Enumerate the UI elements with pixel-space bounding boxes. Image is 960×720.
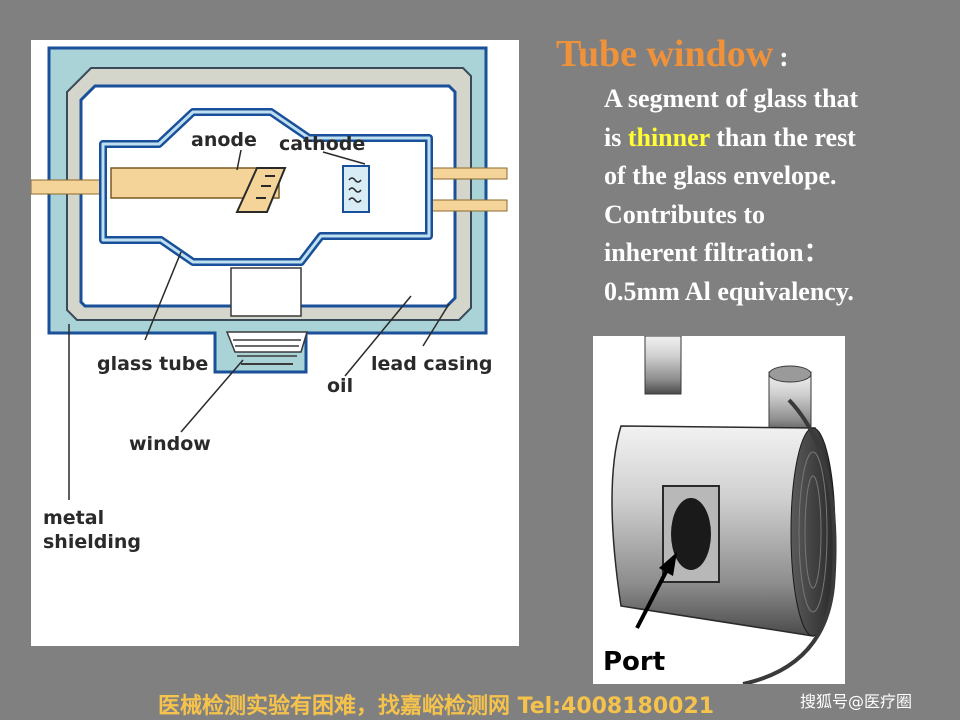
footer-contact: 医械检测实验有困难，找嘉峪检测网 Tel:4008180021 [158, 694, 715, 719]
label-window: window [129, 433, 211, 455]
label-cathode: cathode [279, 133, 365, 155]
window-neck [230, 267, 302, 317]
watermark-text: 搜狐号@医疗圈 [800, 692, 913, 711]
label-metal: metal [43, 507, 104, 529]
body-line-2-suffix: than the rest [709, 122, 856, 152]
highlight-thinner: thinner [627, 122, 710, 152]
body-line-5: inherent filtration： [604, 238, 830, 267]
port-opening [671, 498, 711, 570]
description-text: A segment of glass that is thinner than … [604, 80, 954, 311]
body-line-3: of the glass envelope. [604, 161, 837, 190]
body-line-2-prefix: is [604, 122, 628, 152]
cable [742, 398, 837, 684]
diagram-svg: anode cathode glass tube lead casing oil… [31, 46, 508, 553]
title-colon: : [779, 42, 789, 73]
body-line-1: A segment of glass that [604, 84, 859, 113]
title-text: Tube window [556, 33, 774, 75]
label-shielding: shielding [43, 531, 141, 553]
label-lead-casing: lead casing [371, 353, 492, 375]
housing-stem-left [644, 336, 682, 395]
label-glass-tube: glass tube [97, 353, 208, 375]
xray-tube-diagram: anode cathode glass tube lead casing oil… [31, 40, 519, 646]
port-arrow-head [659, 552, 677, 576]
slide-title: Tube window: [556, 32, 956, 76]
tube-housing-photo: Port [593, 336, 845, 684]
cathode-cup [342, 165, 370, 213]
body-line-2: is thinner than the rest [604, 119, 954, 158]
label-port: Port [603, 647, 665, 677]
label-anode: anode [191, 129, 257, 151]
body-line-4: Contributes to [604, 199, 766, 229]
cathode-filament [348, 177, 362, 203]
body-line-6: 0.5mm Al equivalency. [604, 276, 854, 306]
photo-svg: Port [603, 336, 837, 684]
housing-stem-right [768, 371, 812, 437]
label-oil: oil [327, 375, 353, 397]
anode-target [235, 167, 287, 213]
window-shape [225, 331, 309, 353]
